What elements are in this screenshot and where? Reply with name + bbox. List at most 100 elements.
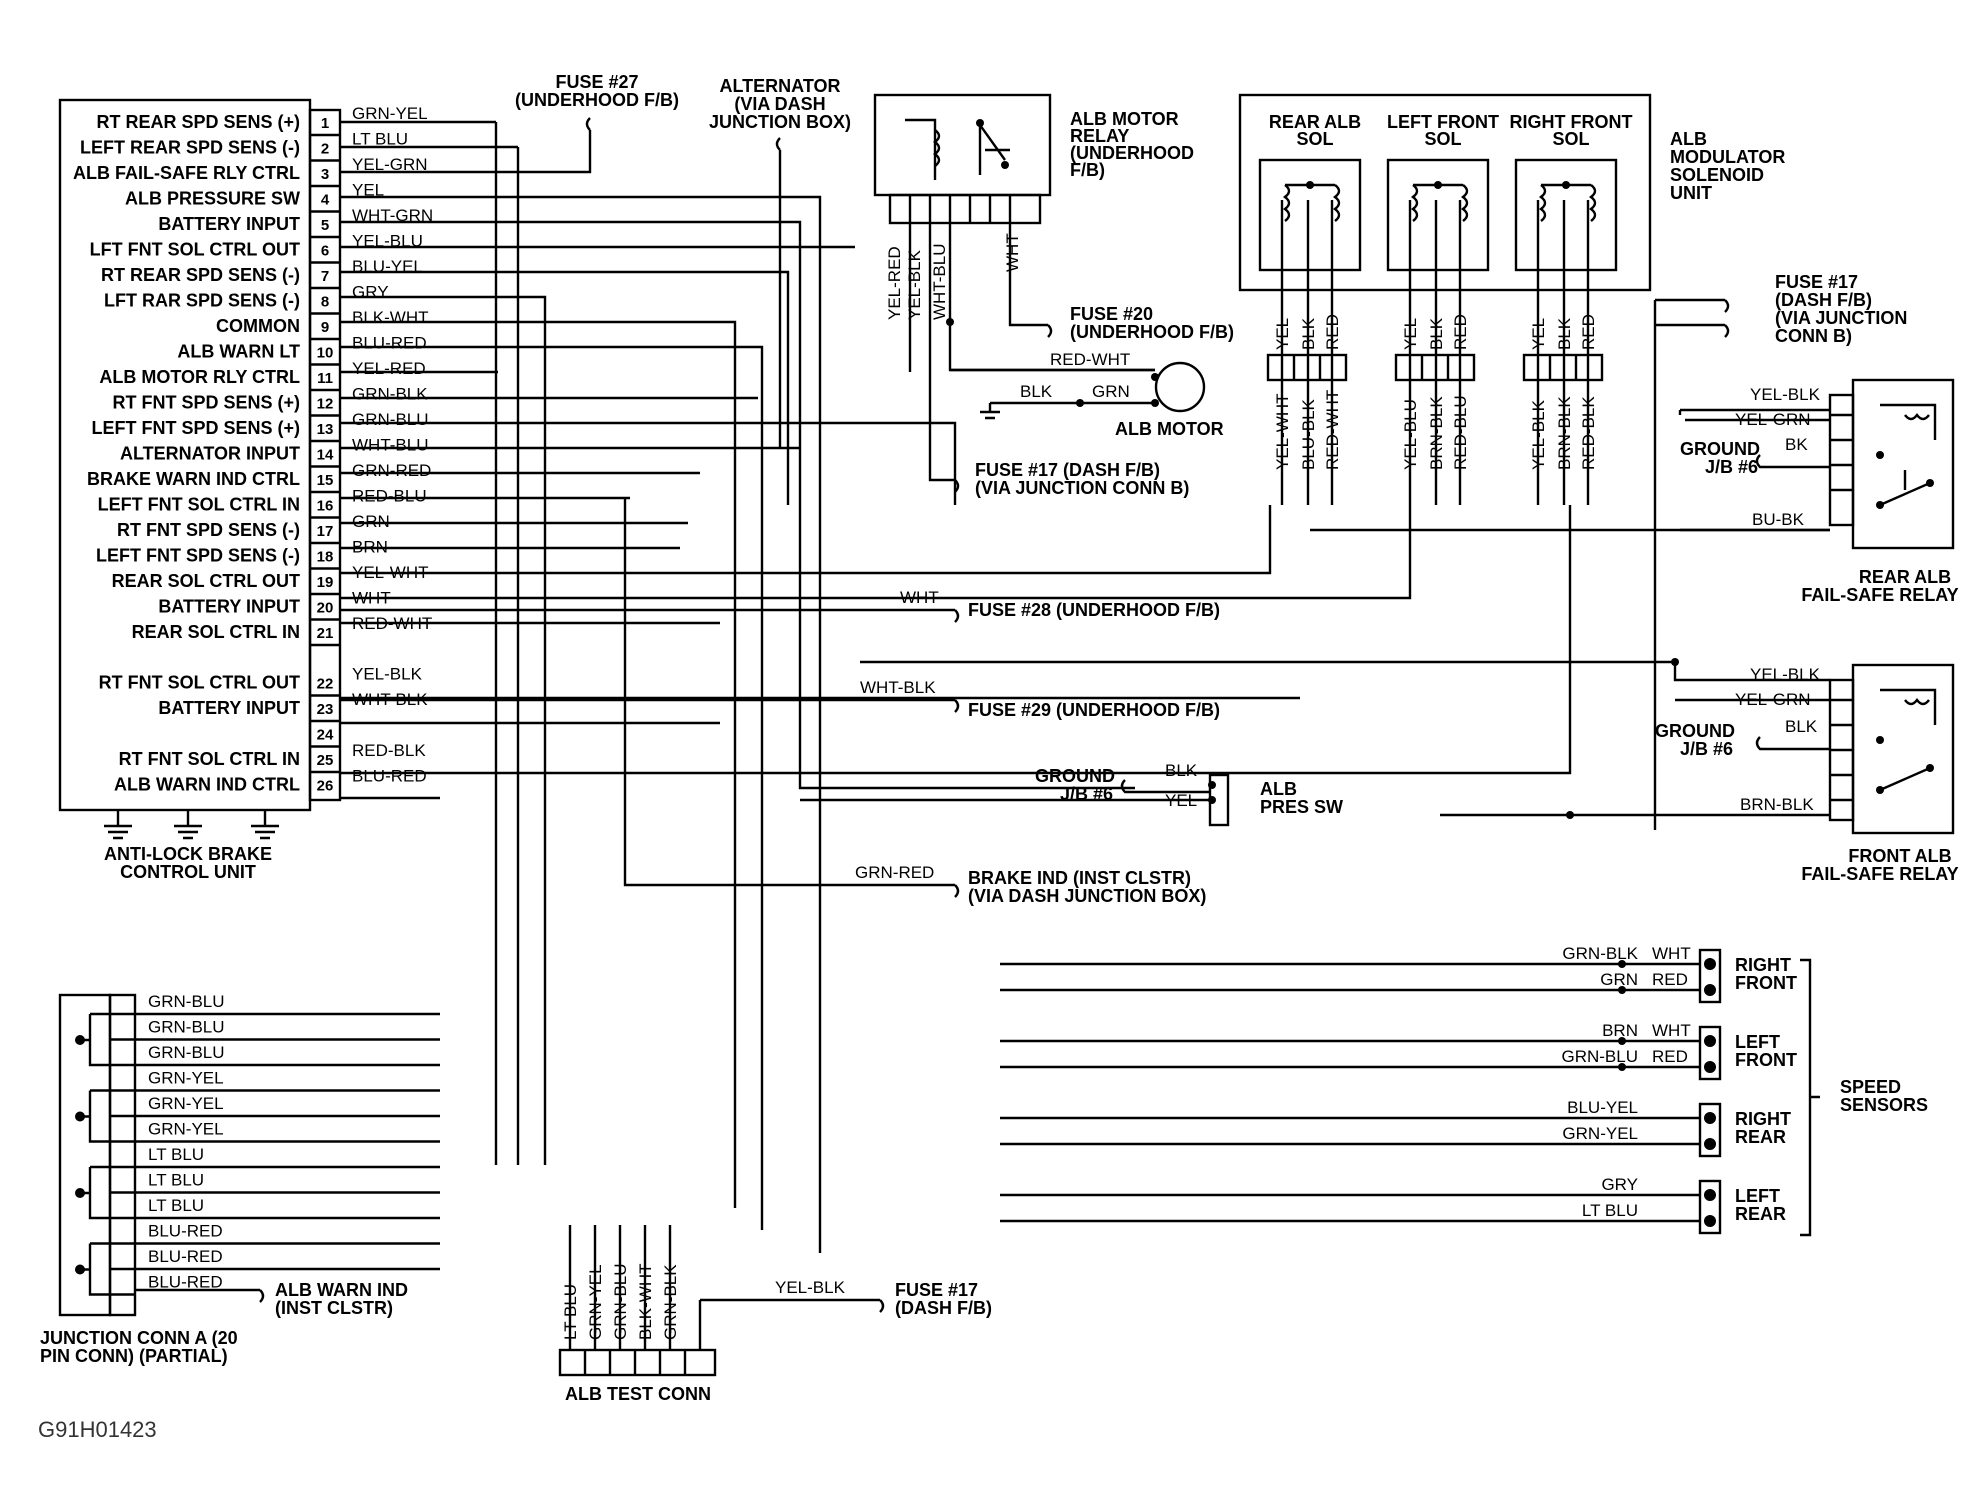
ecu-pin-wire: RED-BLU xyxy=(352,487,427,506)
solenoid-name-1: RIGHT FRONT xyxy=(1510,112,1633,132)
sensor-name-1: RIGHT xyxy=(1735,1109,1791,1129)
sensor-out-wire: RED xyxy=(1652,1047,1688,1066)
test-conn-wire-label: GRN-BLU xyxy=(611,1263,630,1340)
fuse29-callout: WHT-BLK FUSE #29 (UNDERHOOD F/B) xyxy=(340,678,1220,720)
sensor-splice xyxy=(1618,986,1626,994)
solenoid-name-2: SOL xyxy=(1424,129,1461,149)
ecu-pin-number: 23 xyxy=(317,701,334,718)
solenoid-bottom-wire: BRN-BLK xyxy=(1555,396,1574,470)
ecu-pin-number: 9 xyxy=(321,319,329,336)
rear-relay-wire3: BK xyxy=(1785,435,1808,454)
junction-title1: JUNCTION CONN A (20 xyxy=(40,1328,238,1348)
motor-label: ALB MOTOR xyxy=(1115,419,1224,439)
junction-wire-label: LT BLU xyxy=(148,1145,204,1164)
ecu-pin-wire: GRN-BLK xyxy=(352,385,428,404)
rear-relay-wire1: YEL-BLK xyxy=(1750,385,1821,404)
test-conn-fuse-sub: (DASH F/B) xyxy=(895,1298,992,1318)
ecu-pin-label: RT REAR SPD SENS (+) xyxy=(96,112,300,132)
sensor-in-wire: GRN-BLU xyxy=(1561,1047,1638,1066)
solenoid-top-wire: YEL xyxy=(1529,318,1548,350)
fuse17-right-callout: FUSE #17 (DASH F/B) (VIA JUNCTION CONN B… xyxy=(1653,272,1907,830)
fuse17-right-sub3: CONN B) xyxy=(1775,326,1852,346)
ecu-pin-number: 21 xyxy=(317,625,334,642)
ecu-pin-label: ALTERNATOR INPUT xyxy=(120,444,300,464)
ecu-pin-wire: WHT-BLU xyxy=(352,436,429,455)
junction-wire-label: GRN-BLU xyxy=(148,1043,225,1062)
rear-relay-title1: REAR ALB xyxy=(1859,567,1951,587)
test-conn-wire-label: LT BLU xyxy=(561,1284,580,1340)
ecu-pin-number: 12 xyxy=(317,396,334,413)
sensor-pin xyxy=(1704,1112,1716,1124)
ecu-pin-wire: BLU-RED xyxy=(352,334,427,353)
fuse17-right-sub2: (VIA JUNCTION xyxy=(1775,308,1907,328)
solenoid-name-2: SOL xyxy=(1296,129,1333,149)
sensor-body xyxy=(1698,1025,1722,1081)
solenoid-bottom-wire: YEL-BLK xyxy=(1529,399,1548,470)
ecu-pin-label: RT FNT SOL CTRL IN xyxy=(119,749,300,769)
rear-alb-fail-safe-relay: YEL-BLK YEL-GRN BK BU-BK GROUND J/B #6 R… xyxy=(1310,378,1959,605)
solenoid-connector-div xyxy=(1292,355,1322,380)
solenoid-name-2: SOL xyxy=(1552,129,1589,149)
ecu-pin-number: 20 xyxy=(317,600,334,617)
ecu-title-line2: CONTROL UNIT xyxy=(120,862,256,882)
sensor-pin xyxy=(1704,1215,1716,1227)
ecu-pin-number: 18 xyxy=(317,549,334,566)
solenoid-bottom-wire: RED-BLK xyxy=(1579,396,1598,470)
ecu-pin-label: LEFT FNT SOL CTRL IN xyxy=(98,495,300,515)
fuse17-mid-callout: FUSE #17 (DASH F/B) (VIA JUNCTION CONN B… xyxy=(928,448,1189,498)
sensor-name-1: LEFT xyxy=(1735,1186,1780,1206)
solenoid-connector xyxy=(1522,353,1604,382)
junction-wire-label: GRN-YEL xyxy=(148,1069,224,1088)
fuse28-label: FUSE #28 (UNDERHOOD F/B) xyxy=(968,600,1220,620)
modulator-solenoid-unit: REAR ALBSOLYELYEL-WHTBLKBLU-BLKREDRED-WH… xyxy=(1238,93,1785,505)
fuse28-callout: WHT FUSE #28 (UNDERHOOD F/B) xyxy=(340,588,1220,623)
solenoid-box xyxy=(1514,158,1618,272)
fuse27-label: FUSE #27 xyxy=(555,72,638,92)
ecu-pin-label: LEFT FNT SPD SENS (-) xyxy=(96,546,300,566)
junction-wire-label: LT BLU xyxy=(148,1171,204,1190)
sensor-body xyxy=(1698,1102,1722,1158)
motor-relay-wire4: WHT xyxy=(1003,233,1022,272)
solenoid-top-wire: BLK xyxy=(1299,317,1318,350)
modulator-title3: SOLENOID xyxy=(1670,165,1764,185)
ecu-pin-number: 3 xyxy=(321,166,329,183)
ecu-pin-wire: YEL-BLK xyxy=(352,665,423,684)
ecu-pin-number: 10 xyxy=(317,345,334,362)
front-relay-title2: FAIL-SAFE RELAY xyxy=(1801,864,1958,884)
junction-title2: PIN CONN) (PARTIAL) xyxy=(40,1346,228,1366)
motor-relay-title4: F/B) xyxy=(1070,160,1105,180)
ecu-pin-number: 25 xyxy=(317,752,334,769)
ecu-pin-label: RT FNT SPD SENS (+) xyxy=(112,393,300,413)
test-conn-wire-label: BLK-WHT xyxy=(636,1264,655,1341)
ecu-pin-label: LFT FNT SOL CTRL OUT xyxy=(90,240,300,260)
junction-wire-label: GRN-YEL xyxy=(148,1120,224,1139)
sensor-out-wire: WHT xyxy=(1652,944,1691,963)
solenoid-top-wire: RED xyxy=(1451,314,1470,350)
ecu-pin-label: RT FNT SPD SENS (-) xyxy=(117,520,300,540)
ecu-pin-wire: BLK-WHT xyxy=(352,308,429,327)
junction-splice-dot xyxy=(75,1188,85,1198)
ecu-ground-symbols xyxy=(104,810,279,840)
pres-sw-ground1: GROUND xyxy=(1035,766,1115,786)
ecu-pin-label: LEFT FNT SPD SENS (+) xyxy=(91,418,300,438)
front-relay-ground1: GROUND xyxy=(1655,721,1735,741)
brake-ind-callout: GRN-RED BRAKE IND (INST CLSTR) (VIA DASH… xyxy=(623,498,1206,906)
fuse20-sub: (UNDERHOOD F/B) xyxy=(1070,322,1234,342)
fuse29-wire: WHT-BLK xyxy=(860,678,936,697)
pres-sw-label1: ALB xyxy=(1260,779,1297,799)
ecu-pin-wire: YEL-GRN xyxy=(352,155,428,174)
ecu-pin-label: RT FNT SOL CTRL OUT xyxy=(99,673,300,693)
fuse20-label: FUSE #20 xyxy=(1070,304,1153,324)
brake-ind-label2: (VIA DASH JUNCTION BOX) xyxy=(968,886,1206,906)
ecu-pin-wire: RED-BLK xyxy=(352,741,426,760)
sensor-out-wire: WHT xyxy=(1652,1021,1691,1040)
ecu-wire-runs xyxy=(340,120,1572,1253)
junction-warn-label2: (INST CLSTR) xyxy=(275,1298,393,1318)
fuse29-label: FUSE #29 (UNDERHOOD F/B) xyxy=(968,700,1220,720)
ecu-pin-number: 24 xyxy=(317,727,334,744)
sensor-pin xyxy=(1704,1189,1716,1201)
ecu-pin-label: ALB FAIL-SAFE RLY CTRL xyxy=(73,163,300,183)
solenoid-top-wire: RED xyxy=(1579,314,1598,350)
ecu-pin-number: 5 xyxy=(321,217,329,234)
solenoid-box xyxy=(1258,158,1362,272)
